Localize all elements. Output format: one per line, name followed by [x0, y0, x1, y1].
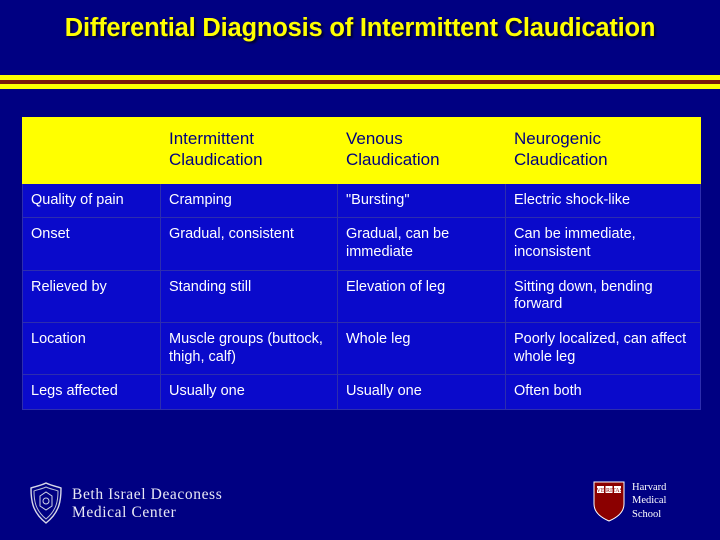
bidmc-shield-icon [30, 482, 62, 524]
page-title: Differential Diagnosis of Intermittent C… [64, 14, 656, 42]
divider-bottom-bar [0, 84, 720, 89]
table-header-venous-claudication: Venous Claudication [337, 117, 506, 184]
cell-onset-neurogenic: Can be immediate, inconsistent [505, 217, 701, 271]
cell-relieved-neurogenic: Sitting down, bending forward [505, 269, 701, 323]
table-row: Relieved by Standing still Elevation of … [22, 269, 701, 323]
table-header-row: Intermittent Claudication Venous Claudic… [22, 117, 701, 184]
row-label-relieved-by: Relieved by [22, 269, 161, 323]
cell-relieved-venous: Elevation of leg [337, 269, 506, 323]
table-header-intermittent-claudication: Intermittent Claudication [160, 117, 338, 184]
differential-diagnosis-table: Intermittent Claudication Venous Claudic… [22, 117, 701, 410]
cell-quality-neurogenic: Electric shock-like [505, 182, 701, 219]
bidmc-logo: Beth Israel Deaconess Medical Center [24, 480, 244, 526]
cell-onset-venous: Gradual, can be immediate [337, 217, 506, 271]
divider-middle-bar [0, 80, 720, 84]
svg-text:VE: VE [597, 488, 605, 494]
table-row: Onset Gradual, consistent Gradual, can b… [22, 217, 701, 271]
cell-quality-venous: "Bursting" [337, 182, 506, 219]
table-header-neurogenic-claudication: Neurogenic Claudication [505, 117, 701, 184]
row-label-onset: Onset [22, 217, 161, 271]
harvard-logo-text: Harvard Medical School [632, 481, 666, 521]
harvard-logo-line2: Medical [632, 495, 667, 507]
svg-text:TAS: TAS [612, 488, 623, 494]
svg-text:RI: RI [606, 488, 612, 494]
table-row: Legs affected Usually one Usually one Of… [22, 374, 701, 410]
harvard-crest-icon: VE RI TAS [593, 481, 625, 522]
cell-location-venous: Whole leg [337, 321, 506, 376]
harvard-logo-line3: School [632, 508, 662, 520]
row-label-quality-of-pain: Quality of pain [22, 182, 161, 219]
cell-legs-venous: Usually one [337, 374, 506, 410]
table-row: Location Muscle groups (buttock, thigh, … [22, 321, 701, 376]
bidmc-logo-text: Beth Israel Deaconess Medical Center [72, 486, 222, 522]
divider-top-bar [0, 75, 720, 80]
row-label-legs-affected: Legs affected [22, 374, 161, 410]
cell-legs-neurogenic: Often both [505, 374, 701, 410]
bidmc-logo-line2: Medical Center [72, 504, 177, 521]
cell-onset-intermittent: Gradual, consistent [160, 217, 338, 271]
harvard-medical-school-logo: VE RI TAS Harvard Medical School [592, 478, 702, 528]
title-divider [0, 75, 720, 89]
cell-location-intermittent: Muscle groups (buttock, thigh, calf) [160, 321, 338, 376]
table-header-corner [22, 117, 161, 184]
bidmc-logo-line1: Beth Israel Deaconess [72, 486, 223, 503]
row-label-location: Location [22, 321, 161, 376]
cell-legs-intermittent: Usually one [160, 374, 338, 410]
cell-location-neurogenic: Poorly localized, can affect whole leg [505, 321, 701, 376]
cell-quality-intermittent: Cramping [160, 182, 338, 219]
harvard-logo-line1: Harvard [632, 482, 667, 493]
table-row: Quality of pain Cramping "Bursting" Elec… [22, 182, 701, 219]
cell-relieved-intermittent: Standing still [160, 269, 338, 323]
